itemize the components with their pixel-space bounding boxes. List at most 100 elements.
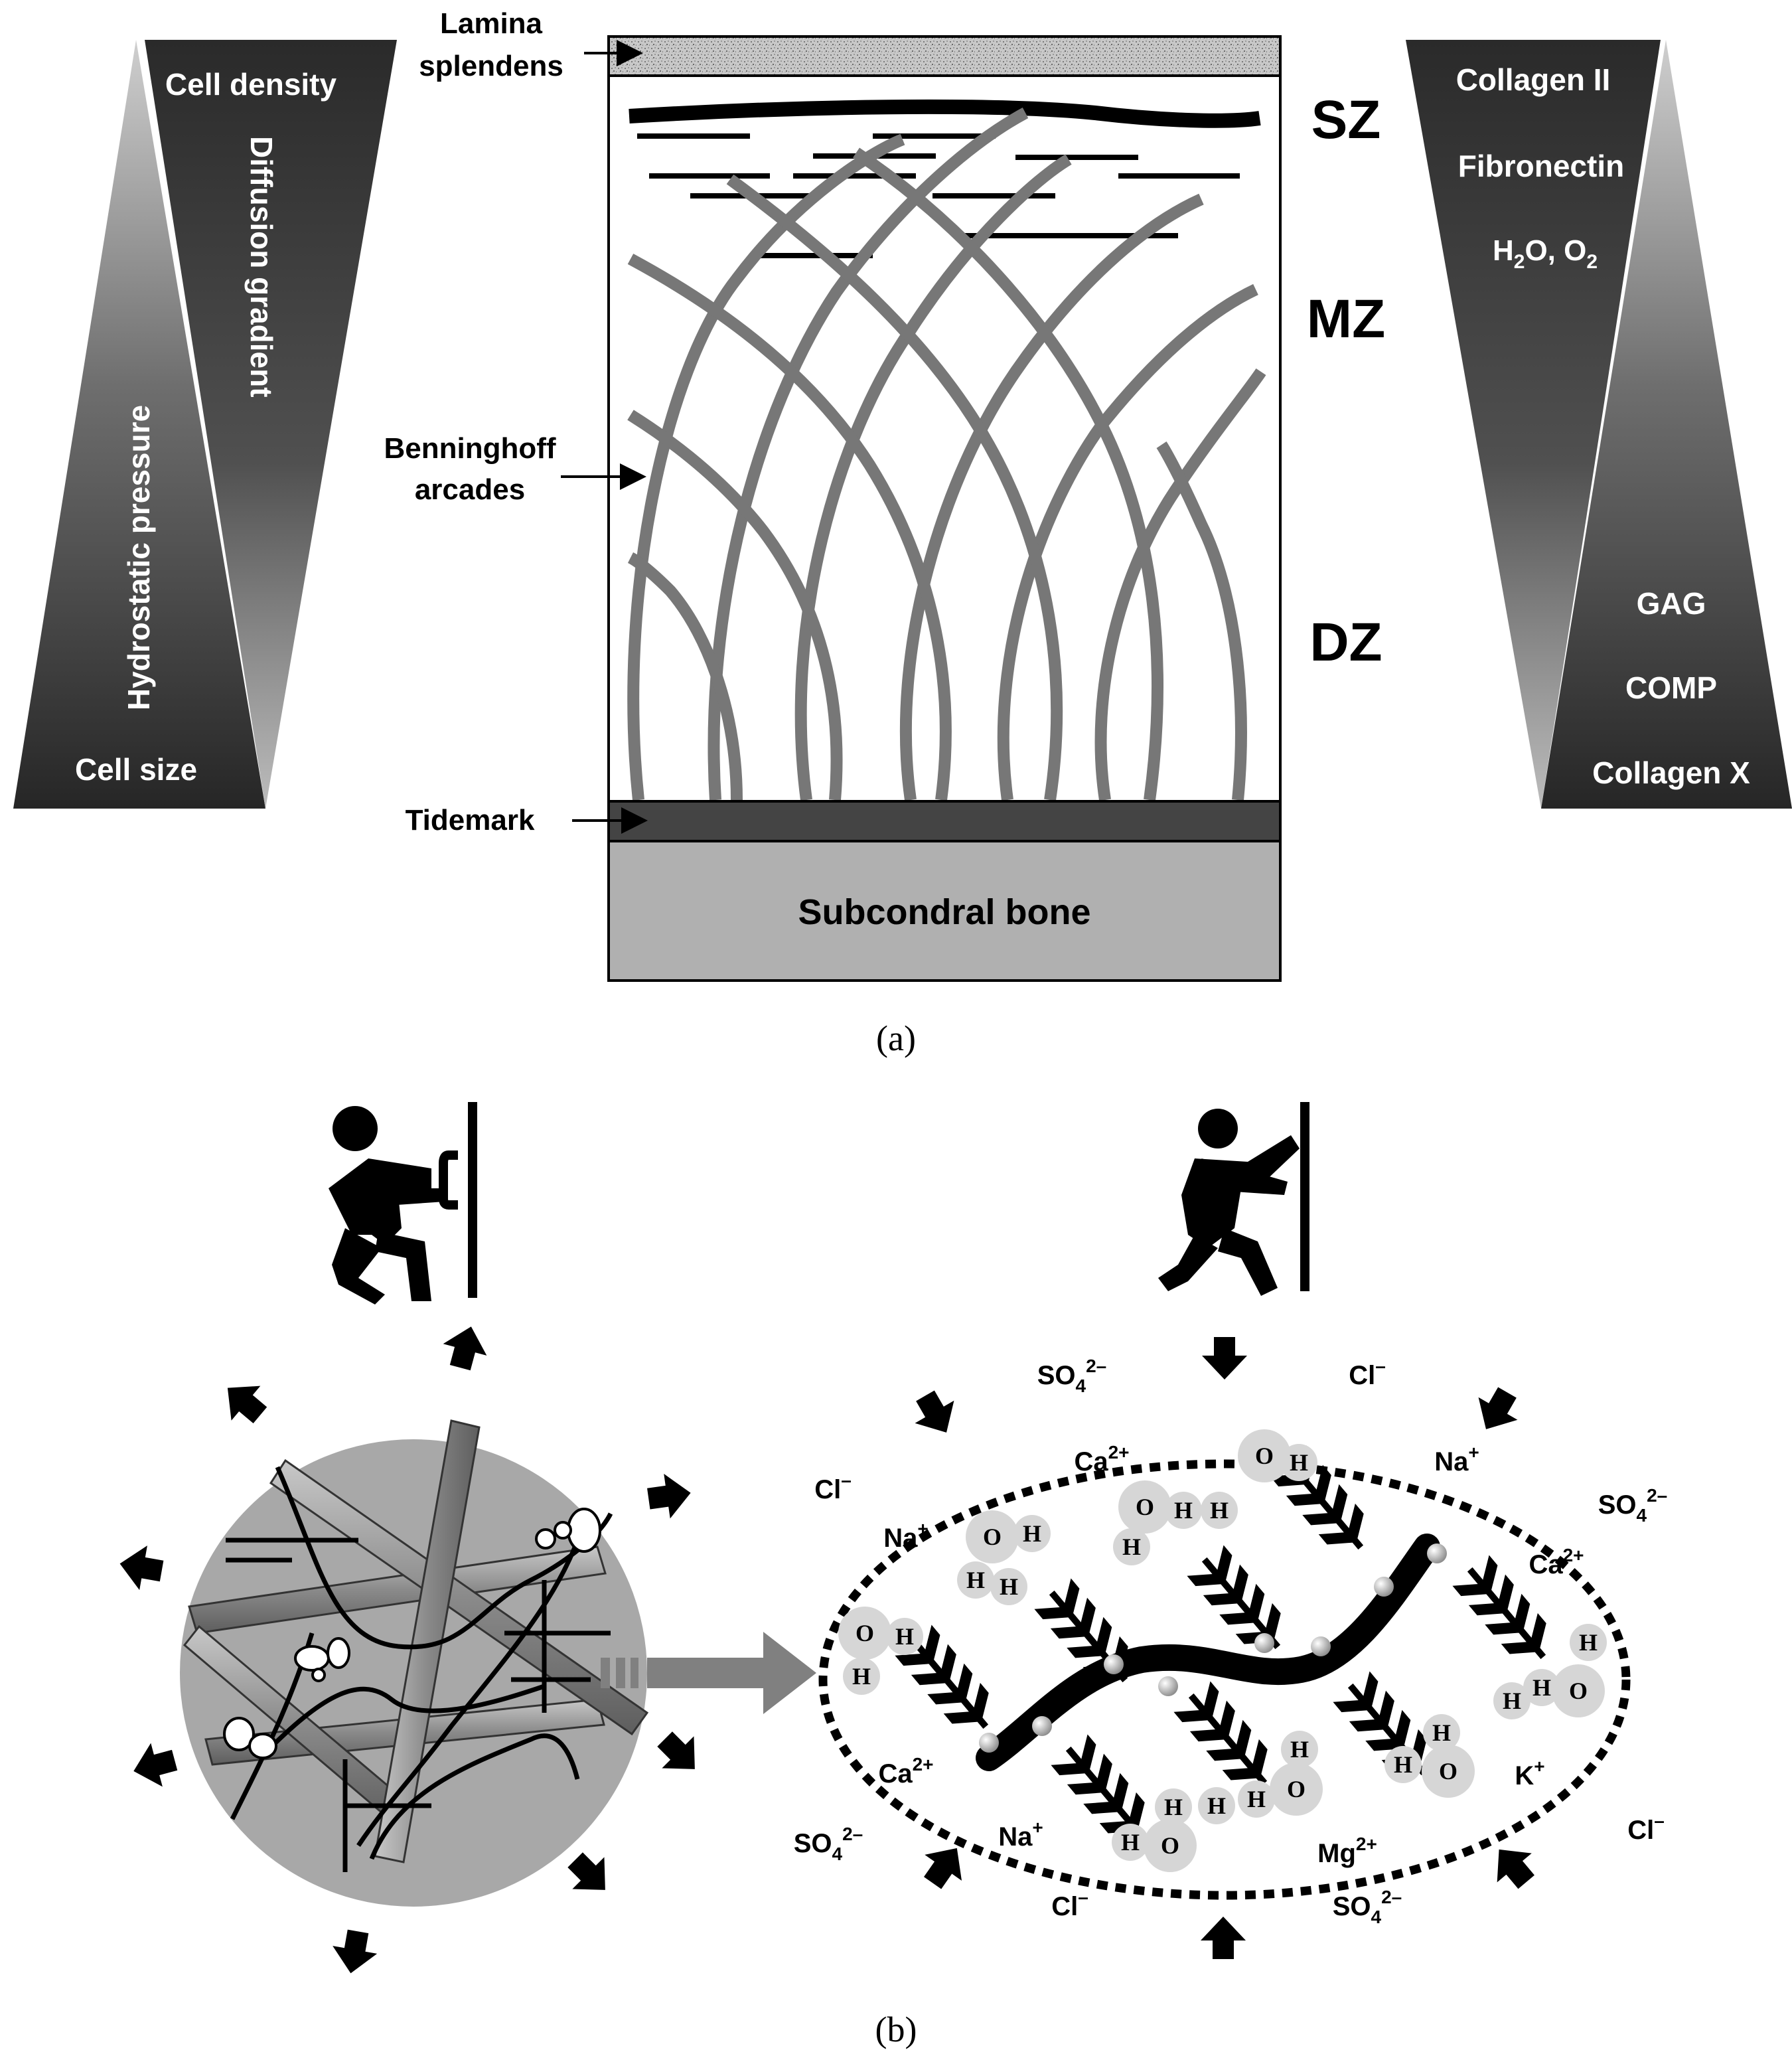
benninghoff-callout: Benninghoff arcades	[384, 432, 646, 506]
ion-label: Ca2+	[1529, 1545, 1584, 1579]
lamina-splendens-callout: Lamina splendens	[419, 7, 643, 82]
ion-label: Mg2+	[1317, 1834, 1377, 1868]
svg-text:Tidemark: Tidemark	[406, 804, 535, 836]
svg-text:H: H	[1121, 1829, 1140, 1856]
ion-label: Ca2+	[878, 1754, 933, 1788]
svg-text:H: H	[1000, 1573, 1018, 1600]
svg-text:H: H	[1290, 1449, 1308, 1476]
svg-text:H: H	[1164, 1794, 1183, 1820]
zone-dz-label: DZ	[1309, 612, 1382, 672]
svg-text:H: H	[1579, 1629, 1598, 1656]
comp-label: COMP	[1625, 671, 1717, 705]
tidemark-layer	[610, 801, 1279, 841]
ion-label: Cl–	[814, 1470, 852, 1504]
ion-label: Cl–	[1627, 1810, 1665, 1845]
caption-a: (a)	[876, 1018, 916, 1058]
arrow-icon	[559, 1844, 621, 1906]
svg-text:O: O	[1287, 1776, 1306, 1802]
zone-mz-label: MZ	[1307, 289, 1385, 349]
arrow-icon	[328, 1927, 380, 1978]
svg-text:H: H	[1122, 1534, 1141, 1560]
ion-label: Na+	[998, 1817, 1043, 1852]
svg-text:H: H	[1247, 1786, 1266, 1812]
svg-text:arcades: arcades	[415, 473, 525, 506]
arrow-icon	[438, 1320, 493, 1374]
arrow-icon	[1202, 1337, 1247, 1380]
link-proteins	[979, 1543, 1447, 1753]
ion-labels: SO42– Cl– Ca2+ Na+ Cl– Na+ SO42– Ca2+ Ca2+ K+ SO42…	[794, 1356, 1668, 1927]
ion-label: SO42–	[1037, 1356, 1107, 1396]
ion-label: SO42–	[1333, 1887, 1402, 1927]
arrow-icon	[648, 1723, 711, 1785]
svg-text:H: H	[852, 1663, 871, 1690]
ion-label: SO42–	[794, 1824, 863, 1864]
caption-b: (b)	[875, 2010, 917, 2049]
svg-text:O: O	[1569, 1678, 1588, 1704]
ion-label: Na+	[1434, 1442, 1479, 1476]
svg-text:O: O	[1136, 1494, 1154, 1520]
ion-label: Ca2+	[1074, 1442, 1129, 1476]
hydrostatic-pressure-label: Hydrostatic pressure	[121, 405, 156, 710]
collagen-x-label: Collagen X	[1592, 755, 1750, 790]
left-inner-wedge: Cell density Diffusion gradient	[145, 40, 397, 809]
inward-arrows	[905, 1337, 1544, 1959]
hyaluronan-chain	[976, 1534, 1440, 1771]
water-molecules: O H O H H H O H H H O H H O H	[838, 1429, 1607, 1872]
arrow-icon	[213, 1370, 275, 1433]
svg-text:O: O	[856, 1620, 874, 1646]
svg-text:H: H	[895, 1623, 914, 1650]
arrow-icon	[1201, 1917, 1246, 1959]
gag-label: GAG	[1637, 586, 1706, 621]
arrow-icon	[1466, 1381, 1527, 1441]
superficial-fiber	[629, 99, 1261, 128]
arrow-icon	[905, 1384, 966, 1444]
person-pulling-handle-icon	[329, 1102, 477, 1305]
svg-text:Lamina: Lamina	[440, 7, 543, 40]
cartilage-matrix-sphere	[115, 1320, 711, 1978]
svg-text:O: O	[1255, 1443, 1274, 1469]
ion-label: K+	[1515, 1756, 1544, 1790]
h2o-o2-label: H2O, O2	[1493, 234, 1598, 273]
zone-sz-label: SZ	[1311, 90, 1381, 150]
svg-text:O: O	[1161, 1832, 1179, 1859]
right-inner-wedge: GAG COMP Collagen X	[1541, 40, 1792, 809]
fibronectin-label: Fibronectin	[1458, 149, 1624, 183]
arrow-icon	[645, 1470, 694, 1522]
svg-text:H: H	[1207, 1792, 1226, 1819]
cartilage-section: Subcondral bone	[607, 35, 1282, 982]
arrow-icon	[115, 1541, 166, 1593]
svg-text:H: H	[1394, 1751, 1412, 1778]
subchondral-bone-layer	[610, 842, 1279, 979]
svg-text:O: O	[983, 1524, 1002, 1550]
compressed-matrix: O H O H H H O H H H O H H O H	[794, 1337, 1668, 1959]
lamina-splendens-layer	[610, 38, 1279, 76]
svg-text:H: H	[1290, 1736, 1309, 1763]
cell-density-label: Cell density	[165, 67, 337, 102]
person-pushing-wall-icon	[1158, 1102, 1309, 1296]
tidemark-callout: Tidemark	[406, 804, 648, 836]
svg-text:O: O	[1439, 1758, 1457, 1784]
svg-text:Benninghoff: Benninghoff	[384, 432, 556, 465]
cell-size-label: Cell size	[75, 752, 197, 787]
ion-label: Na+	[883, 1518, 929, 1553]
svg-text:splendens: splendens	[419, 50, 563, 82]
svg-text:H: H	[1023, 1520, 1041, 1547]
arrow-icon	[914, 1835, 976, 1896]
ion-label: SO42–	[1598, 1485, 1668, 1526]
zoom-arrow	[601, 1632, 816, 1714]
ion-label: Cl–	[1051, 1887, 1088, 1921]
diffusion-gradient-label: Diffusion gradient	[244, 136, 279, 398]
right-outer-wedge: Collagen II Fibronectin H2O, O2	[1406, 40, 1661, 809]
svg-text:H: H	[966, 1567, 985, 1593]
collagen-ii-label: Collagen II	[1456, 62, 1611, 97]
svg-text:H: H	[1532, 1674, 1551, 1701]
arrow-icon	[127, 1738, 181, 1793]
svg-text:H: H	[1503, 1688, 1521, 1714]
subchondral-bone-label: Subcondral bone	[798, 892, 1090, 932]
svg-text:H: H	[1174, 1497, 1193, 1524]
ion-label: Cl–	[1349, 1356, 1386, 1390]
svg-text:H: H	[1432, 1719, 1451, 1746]
benninghoff-arcades	[627, 108, 1266, 801]
svg-text:H: H	[1210, 1497, 1229, 1524]
